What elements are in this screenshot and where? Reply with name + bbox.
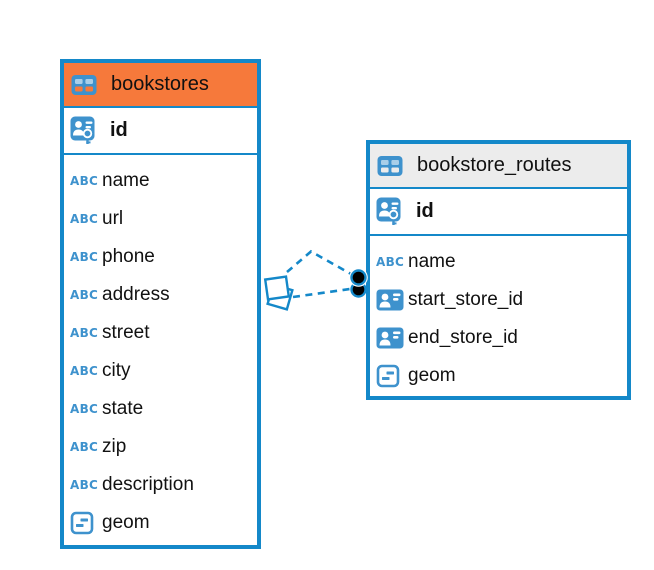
text-type-icon: ABC xyxy=(70,250,99,264)
column-name: end_store_id xyxy=(408,327,518,348)
text-type-icon: ABC xyxy=(70,212,99,226)
primary-key-icon xyxy=(376,197,408,227)
column-row-start-store-id[interactable]: start_store_id xyxy=(370,281,627,319)
table-icon xyxy=(71,74,103,96)
column-name: geom xyxy=(102,512,150,533)
column-row-description[interactable]: ABC description xyxy=(64,466,257,504)
table-name: bookstore_routes xyxy=(417,154,572,176)
column-row-address[interactable]: ABC address xyxy=(64,276,257,314)
table-icon xyxy=(377,155,409,177)
table-bookstores[interactable]: bookstores id ABC name xyxy=(60,59,261,549)
text-type-icon: ABC xyxy=(70,478,99,492)
relationship-line-upper[interactable] xyxy=(286,249,352,276)
column-name: street xyxy=(102,322,150,343)
column-name: zip xyxy=(102,436,127,457)
column-name: state xyxy=(102,398,144,419)
column-name: address xyxy=(102,284,170,305)
text-type-icon: ABC xyxy=(70,364,99,378)
column-list: ABC name ABC url ABC phone ABC address A… xyxy=(64,155,257,542)
text-type-icon: ABC xyxy=(70,174,99,188)
table-bookstore-routes-header[interactable]: bookstore_routes xyxy=(370,144,627,189)
column-row-id[interactable]: id xyxy=(64,108,257,155)
column-row-name[interactable]: ABC name xyxy=(64,162,257,200)
column-name: name xyxy=(408,251,456,272)
column-name: description xyxy=(102,474,194,495)
primary-key-icon xyxy=(70,116,102,146)
column-row-geom[interactable]: geom xyxy=(370,357,627,395)
column-row-state[interactable]: ABC state xyxy=(64,390,257,428)
column-name: url xyxy=(102,208,124,229)
text-type-icon: ABC xyxy=(70,440,99,454)
column-row-city[interactable]: ABC city xyxy=(64,352,257,390)
column-list: ABC name start_store_id xyxy=(370,236,627,395)
column-row-zip[interactable]: ABC zip xyxy=(64,428,257,466)
column-row-id[interactable]: id xyxy=(370,189,627,236)
column-name: name xyxy=(102,170,150,191)
column-name: city xyxy=(102,360,131,381)
text-type-icon: ABC xyxy=(376,255,405,269)
column-row-geom[interactable]: geom xyxy=(64,504,257,542)
reference-type-icon xyxy=(376,289,408,311)
text-type-icon: ABC xyxy=(70,402,99,416)
geometry-type-icon xyxy=(376,364,408,388)
column-row-phone[interactable]: ABC phone xyxy=(64,238,257,276)
table-name: bookstores xyxy=(111,73,209,95)
column-name: geom xyxy=(408,365,456,386)
geometry-type-icon xyxy=(70,511,102,535)
table-bookstore-routes[interactable]: bookstore_routes id ABC name xyxy=(366,140,631,400)
relationship-line-lower[interactable] xyxy=(292,287,351,299)
relationship-target-marker[interactable] xyxy=(349,268,368,298)
column-name: start_store_id xyxy=(408,289,524,310)
column-name: phone xyxy=(102,246,155,267)
relationship-source-marker[interactable] xyxy=(263,275,294,311)
text-type-icon: ABC xyxy=(70,288,99,302)
table-bookstores-header[interactable]: bookstores xyxy=(64,63,257,108)
column-row-street[interactable]: ABC street xyxy=(64,314,257,352)
column-name: id xyxy=(110,119,128,141)
column-row-url[interactable]: ABC url xyxy=(64,200,257,238)
column-row-name[interactable]: ABC name xyxy=(370,243,627,281)
reference-type-icon xyxy=(376,327,408,349)
column-name: id xyxy=(416,200,434,222)
text-type-icon: ABC xyxy=(70,326,99,340)
column-row-end-store-id[interactable]: end_store_id xyxy=(370,319,627,357)
